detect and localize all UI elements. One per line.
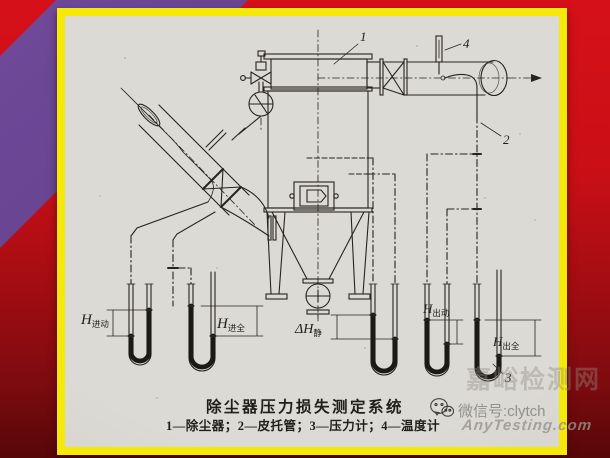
paper-speckles — [99, 45, 536, 399]
inlet-pitot-tube — [120, 87, 216, 307]
label-inlet-total: H进全 — [216, 316, 245, 333]
label-static-drop: ΔH静 — [294, 322, 322, 338]
caption-title: 除尘器压力损失测定系统 — [206, 397, 404, 416]
callout-manometer: 3 — [504, 370, 512, 385]
inlet-duct — [137, 103, 277, 241]
schematic-diagram: H进动 H进全 — [80, 29, 542, 433]
callout-3-leader — [492, 363, 504, 375]
thermometer: 4 — [435, 35, 470, 75]
label-inlet-dynamic: H进动 — [80, 312, 109, 329]
outlet-pitot-tube: 2 — [440, 73, 510, 285]
side-blower — [231, 50, 274, 141]
manometer-static-drop: ΔH静 — [294, 157, 400, 376]
callout-2-leader — [480, 122, 502, 137]
label-outlet-total: H出全 — [492, 334, 520, 351]
manometer-inlet-total: H进全 — [186, 271, 264, 372]
callout-4-leader — [444, 43, 462, 51]
callout-dust-collector: 1 — [360, 29, 367, 44]
access-door — [289, 181, 339, 211]
centerlines — [148, 29, 510, 319]
callout-thermometer: 4 — [463, 36, 470, 51]
manometer-inlet-dynamic: H进动 — [80, 283, 154, 366]
hopper — [271, 211, 365, 325]
label-outlet-dynamic: H出动 — [422, 301, 450, 318]
outlet-duct — [366, 58, 542, 97]
callout-pitot: 2 — [503, 132, 510, 147]
callout-dust-collector-group: 1 — [333, 29, 367, 65]
callout-1-leader — [333, 43, 359, 65]
manometer-outlet-dynamic: H出动 — [422, 153, 482, 377]
caption-legend: 1—除尘器；2—皮托管；3—压力计；4—温度计 — [166, 418, 440, 433]
manometer-outlet-total: H出全 3 — [472, 269, 542, 385]
scanned-page: H进动 H进全 — [65, 16, 559, 447]
photo-frame: H进动 H进全 — [57, 8, 567, 455]
support-legs — [265, 211, 371, 300]
